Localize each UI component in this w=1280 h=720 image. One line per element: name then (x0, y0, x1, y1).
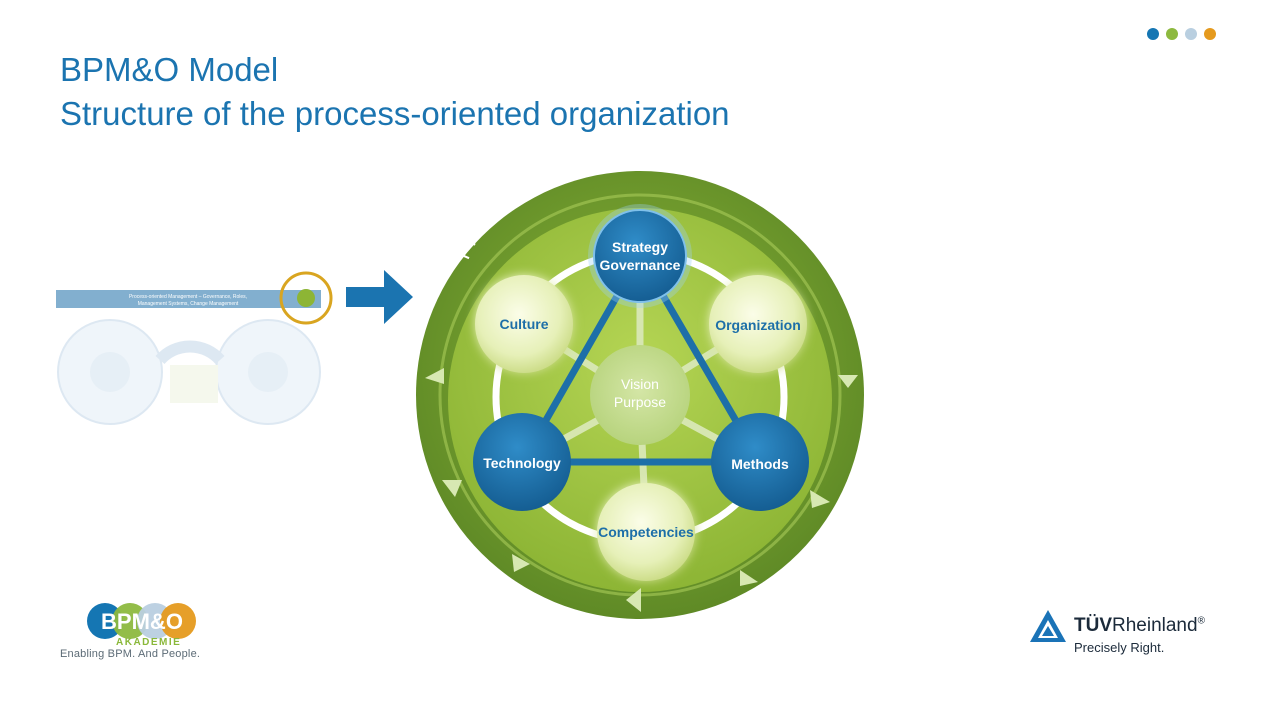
thumbnail-left-core (90, 352, 130, 392)
tuv-tagline: Precisely Right. (1074, 640, 1165, 655)
tuv-rheinland-logo: TÜVRheinland® Precisely Right. (1028, 608, 1228, 658)
ring-arrow-icon-3 (512, 554, 530, 572)
thumbnail-banner-line-1: Process-oriented Management – Governance… (129, 294, 247, 300)
model-thumbnail: Process-oriented Management – Governance… (56, 290, 321, 425)
thumbnail-right-core (248, 352, 288, 392)
node-culture-label: Culture (500, 316, 549, 332)
bpmo-akademie-logo: BPM&O AKADEMIE Enabling BPM. And People. (60, 600, 230, 670)
thumbnail-model-icon (297, 289, 315, 307)
node-strategy-circle (593, 209, 687, 303)
node-strategy-governance: Strategy Governance (588, 204, 692, 308)
ring-arrow-icon-6 (810, 490, 830, 508)
node-methods-label: Methods (731, 456, 789, 472)
node-organization-label: Organization (715, 317, 801, 333)
node-methods-circle (711, 413, 809, 511)
center-circle (590, 345, 690, 445)
node-competencies-label: Competencies (598, 524, 694, 540)
node-strategy-label-2: Governance (600, 257, 681, 273)
center-label-vision: Vision (621, 376, 659, 392)
node-technology-label: Technology (483, 455, 561, 471)
node-methods: Methods (711, 413, 809, 511)
ring-arrow-icon-7 (838, 375, 858, 388)
bpmo-logo-text: BPM&O (101, 609, 183, 634)
header-dot-blue (1147, 28, 1159, 40)
thumbnail-highlight-ring (279, 271, 333, 325)
node-culture: Culture (475, 275, 573, 373)
header-dot-green (1166, 28, 1178, 40)
bpmo-logo-circles-icon: BPM&O (87, 603, 196, 639)
tuv-registered-mark: ® (1197, 615, 1205, 627)
ring-arrow-icon-1 (425, 368, 444, 384)
right-arrow-icon (346, 270, 413, 324)
slide-title: BPM&O Model Structure of the process-ori… (60, 48, 730, 136)
tuv-brand-bold: TÜV (1074, 615, 1112, 636)
tuv-brand-name: TÜVRheinland® (1074, 615, 1205, 637)
bpmo-logo-subtitle: AKADEMIE (116, 637, 182, 648)
thumbnail-arch (155, 340, 225, 365)
ring-arrow-icon-4 (626, 588, 641, 612)
header-dot-orange (1204, 28, 1216, 40)
slide-title-line-1: BPM&O Model (60, 51, 279, 88)
node-competencies: Competencies (597, 483, 695, 581)
thumbnail-banner-line-2: Management Systems, Change Management (138, 301, 239, 307)
ring-arrow-icon-2 (442, 480, 462, 497)
node-technology-circle (473, 413, 571, 511)
bpmo-tagline: Enabling BPM. And People. (60, 648, 201, 660)
header-dots (1147, 28, 1216, 40)
slide-title-line-2: Structure of the process-oriented organi… (60, 95, 730, 132)
ring-arrow-icon-5 (740, 570, 758, 586)
node-organization-circle (709, 275, 807, 373)
thumbnail-center-box (170, 365, 218, 403)
tuv-brand-rest: Rheinland (1112, 615, 1198, 636)
node-strategy-label-1: Strategy (612, 239, 668, 255)
node-competencies-circle (597, 483, 695, 581)
node-culture-circle (475, 275, 573, 373)
blue-triangle (518, 252, 764, 466)
node-technology: Technology (473, 413, 571, 511)
ring-arrow-icons (425, 368, 858, 612)
node-organization: Organization (709, 275, 807, 373)
center-label-purpose: Purpose (614, 394, 666, 410)
tuv-triangle-icon (1030, 610, 1066, 642)
header-dot-lightblue (1185, 28, 1197, 40)
thumbnail-banner (56, 290, 321, 308)
